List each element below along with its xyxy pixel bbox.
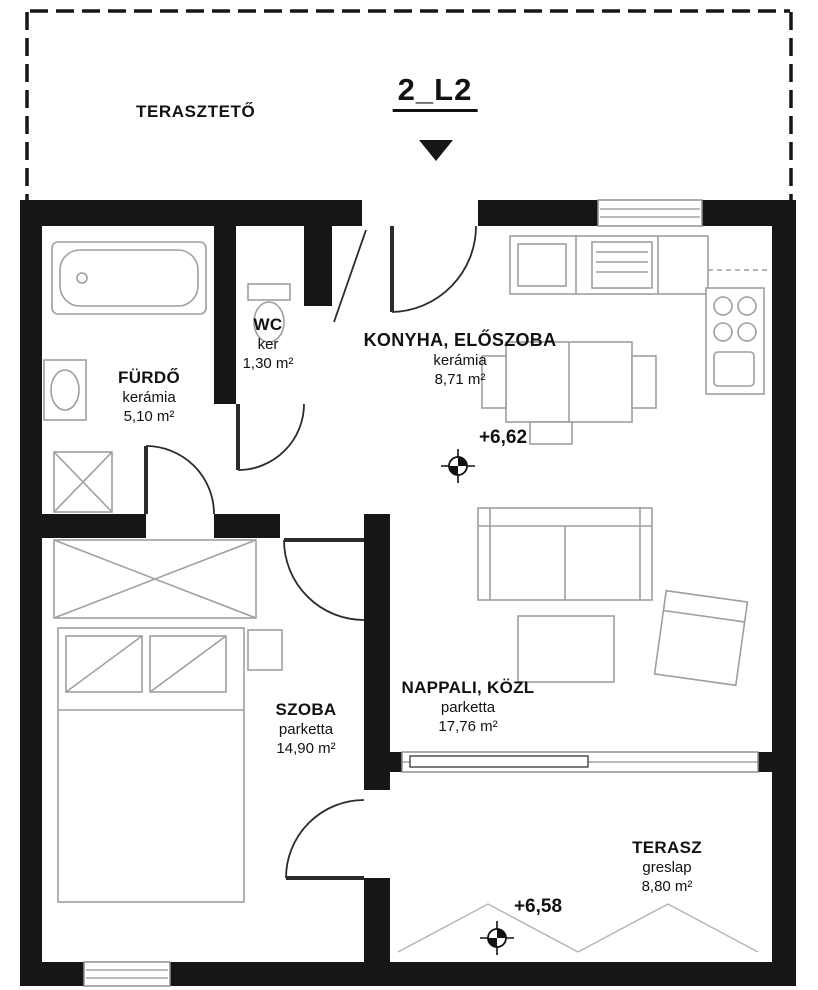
room-area: 1,30 m²	[242, 355, 294, 372]
section-marker-label: 2_L2	[392, 72, 478, 112]
elevation-marker-terasz	[480, 921, 514, 955]
section-marker-triangle	[419, 140, 453, 161]
room-name: SZOBA	[275, 700, 337, 719]
room-area: 14,90 m²	[276, 740, 336, 757]
walls	[20, 200, 796, 986]
toilet	[247, 283, 291, 343]
room-material: kerámia	[122, 389, 176, 406]
terrace-drainage	[397, 903, 759, 953]
kitchen-window	[597, 199, 703, 227]
terrace-roof-outline	[25, 9, 793, 200]
coffee-table	[517, 615, 615, 683]
room-area: 8,71 m²	[434, 371, 486, 388]
room-material: parketta	[278, 721, 334, 738]
room-label-terasz: TERASZ greslap 8,80 m²	[632, 837, 702, 896]
room-name: NAPPALI, KÖZL	[401, 678, 535, 697]
room-area: 5,10 m²	[123, 408, 175, 425]
wardrobe	[53, 539, 257, 619]
washbasin	[43, 359, 87, 421]
bathroom-door	[144, 445, 215, 515]
entrance-door	[333, 225, 477, 323]
windows	[83, 199, 759, 987]
room-label-furdo: FÜRDŐ kerámia 5,10 m²	[118, 367, 180, 426]
elevation-label-terasz: +6,58	[513, 896, 563, 917]
bedroom-door-top	[283, 538, 365, 621]
room-area: 17,76 m²	[438, 718, 498, 735]
room-label-szoba: SZOBA parketta 14,90 m²	[276, 699, 337, 758]
kitchen-counter	[509, 235, 768, 295]
terrace-glazing	[401, 751, 759, 773]
room-name: FÜRDŐ	[118, 368, 180, 387]
room-material: kerámia	[433, 352, 487, 369]
furniture	[43, 235, 768, 903]
room-label-wc: WC ker 1,30 m²	[243, 314, 294, 373]
room-area: 8,80 m²	[641, 878, 693, 895]
wc-door	[236, 403, 305, 471]
armchair	[653, 589, 749, 687]
room-material: ker	[257, 336, 279, 353]
bedside-table	[247, 629, 283, 671]
elevation-label-konyha: +6,62	[478, 427, 528, 448]
bedroom-door-bottom	[285, 799, 365, 880]
cooktop	[705, 287, 765, 395]
doors	[144, 225, 477, 880]
sofa	[477, 507, 653, 601]
room-material: parketta	[440, 699, 496, 716]
room-label-konyha: KONYHA, ELŐSZOBA kerámia 8,71 m²	[364, 330, 557, 389]
room-label-nappali: NAPPALI, KÖZL parketta 17,76 m²	[402, 677, 535, 736]
dining-table	[481, 341, 657, 445]
room-material: greslap	[642, 859, 692, 876]
room-name: TERASZ	[632, 838, 702, 857]
terrace-roof-label: TERASZTETŐ	[136, 102, 256, 121]
elevation-marker-konyha	[441, 449, 475, 483]
bedroom-window	[83, 961, 171, 987]
bathtub	[51, 241, 207, 315]
washing-machine	[53, 451, 113, 513]
bed	[57, 627, 245, 903]
room-name: WC	[253, 315, 283, 334]
room-name: KONYHA, ELŐSZOBA	[363, 330, 557, 350]
